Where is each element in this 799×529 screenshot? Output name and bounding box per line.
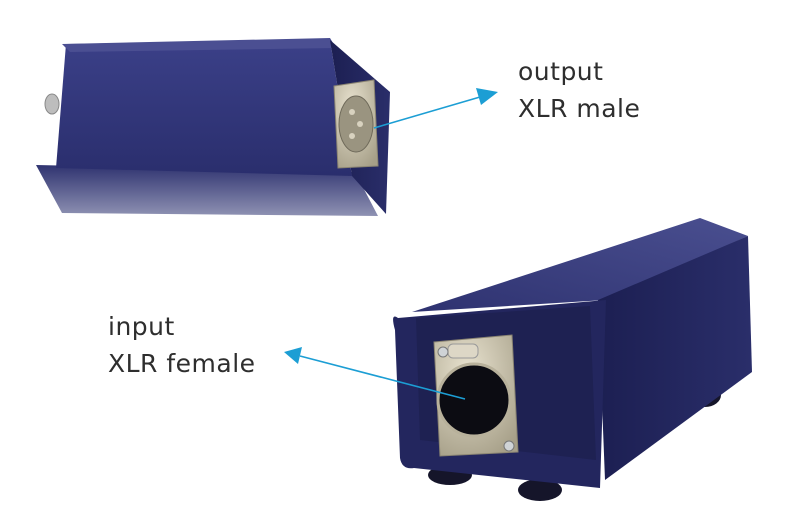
enclosure-top-face bbox=[412, 218, 748, 312]
side-jack-icon bbox=[44, 93, 60, 115]
output-label-line1: output bbox=[518, 57, 604, 86]
input-label-line2: XLR female bbox=[108, 349, 256, 378]
output-label-line2: XLR male bbox=[518, 94, 641, 123]
enclosure-flange-top bbox=[62, 38, 336, 52]
output-label: output XLR male bbox=[518, 53, 640, 127]
rubber-foot bbox=[518, 479, 562, 501]
enclosure-top-face bbox=[56, 40, 352, 176]
input-unit bbox=[393, 218, 752, 501]
xlr-female-connector bbox=[433, 334, 519, 457]
input-arrow bbox=[284, 347, 466, 400]
input-label: input XLR female bbox=[108, 308, 256, 382]
xlr-male-connector bbox=[333, 79, 379, 169]
enclosure-flange-bottom bbox=[36, 165, 378, 216]
output-unit bbox=[36, 38, 390, 216]
output-arrow bbox=[373, 88, 498, 129]
input-label-line1: input bbox=[108, 312, 175, 341]
enclosure-side-face bbox=[598, 236, 752, 480]
